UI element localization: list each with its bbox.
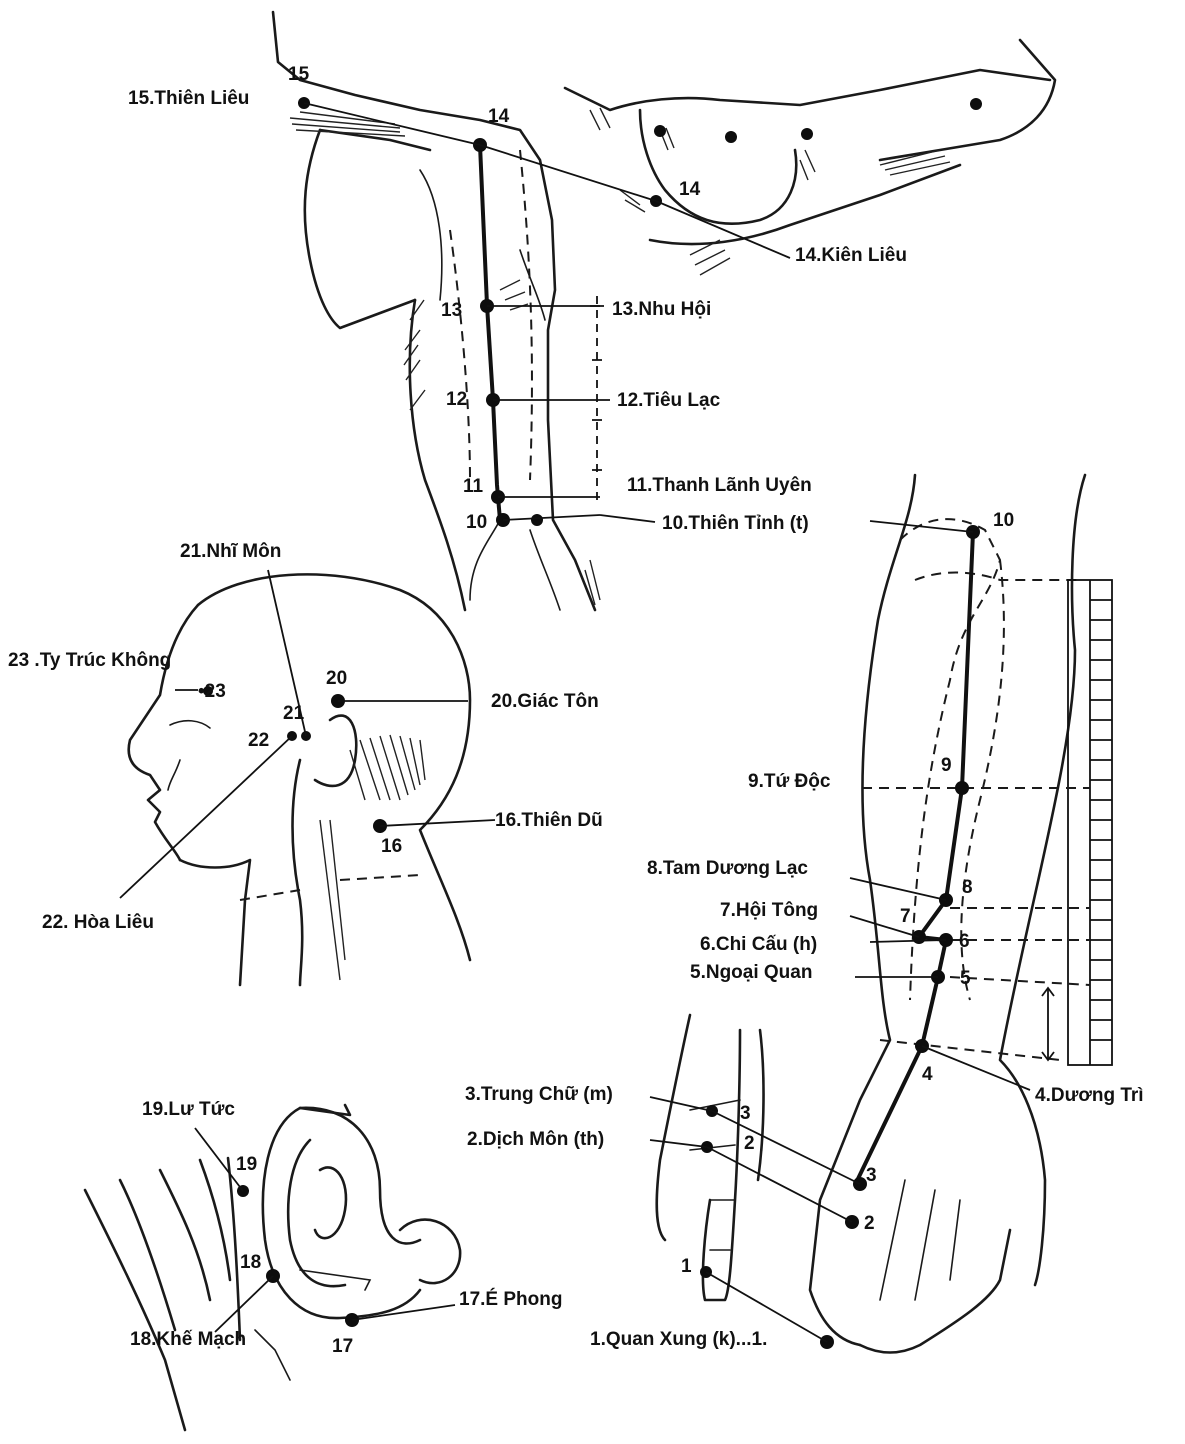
number-14-shoulder: 14: [679, 179, 701, 200]
label-6: 6.Chi Cấu (h): [700, 934, 817, 955]
shoulder-point-c: [801, 128, 813, 140]
label-7: 7.Hội Tông: [720, 900, 818, 921]
shoulder-point-d: [970, 98, 982, 110]
number-2-finger: 2: [744, 1133, 755, 1154]
label-8: 8.Tam Dương Lạc: [647, 858, 808, 879]
labels: 15.Thiên Liêu 14.Kiên Liêu 13.Nhu Hội 12…: [8, 88, 1144, 1350]
number-13: 13: [441, 300, 462, 321]
number-1: 1: [681, 1256, 692, 1277]
label-3: 3.Trung Chữ (m): [465, 1084, 613, 1105]
meridian-upper-arm: [480, 145, 500, 520]
label-19: 19.Lư Tức: [142, 1099, 235, 1120]
point-10b-arm: [531, 514, 543, 526]
label-20: 20.Giác Tôn: [491, 691, 599, 712]
number-20: 20: [326, 668, 347, 689]
number-23: •23: [198, 681, 226, 702]
number-16: 16: [381, 836, 402, 857]
shoulder-figure: [480, 40, 1055, 275]
shoulder-point-a: [654, 125, 666, 137]
label-13: 13.Nhu Hội: [612, 299, 711, 320]
number-8: 8: [962, 877, 973, 898]
point-9: [955, 781, 969, 795]
number-14-arm: 14: [488, 106, 510, 127]
shoulder-point-b: [725, 131, 737, 143]
number-11: 11: [463, 476, 484, 497]
upper-arm-figure: [273, 12, 655, 610]
number-21: 21: [283, 703, 305, 724]
label-10: 10.Thiên Tỉnh (t): [662, 513, 809, 534]
number-3-hand: 3: [866, 1165, 877, 1186]
label-22: 22. Hòa Liêu: [42, 912, 154, 933]
measuring-ruler: [1042, 580, 1112, 1065]
number-22: 22: [248, 730, 269, 751]
label-5: 5.Ngoại Quan: [690, 962, 812, 983]
label-2: 2.Dịch Môn (th): [467, 1129, 604, 1150]
label-4: 4.Dương Trì: [1035, 1085, 1144, 1106]
number-5: 5: [960, 968, 971, 989]
label-17: 17.É Phong: [459, 1288, 562, 1310]
label-18: 18.Khế Mạch: [130, 1329, 246, 1350]
label-23: 23 .Ty Trúc Không: [8, 650, 171, 671]
label-16: 16.Thiên Dũ: [495, 810, 603, 831]
label-9: 9.Tứ Độc: [748, 771, 831, 792]
number-15: 15: [288, 64, 310, 85]
number-17: 17: [332, 1336, 353, 1357]
number-3-finger: 3: [740, 1103, 751, 1124]
number-19: 19: [236, 1154, 257, 1175]
number-10-arm: 10: [466, 512, 487, 533]
label-12: 12.Tiêu Lạc: [617, 390, 721, 411]
label-11: 11.Thanh Lãnh Uyên: [627, 475, 812, 496]
number-4: 4: [922, 1064, 933, 1085]
label-15: 15.Thiên Liêu: [128, 88, 249, 109]
forearm-figure: [810, 475, 1112, 1353]
label-21: 21.Nhĩ Môn: [180, 541, 281, 562]
number-9: 9: [941, 755, 952, 776]
meridian-forearm: [855, 532, 973, 1185]
number-18: 18: [240, 1252, 261, 1273]
number-10: 10: [993, 510, 1014, 531]
ear-figure: [85, 1105, 460, 1430]
label-14: 14.Kiên Liêu: [795, 245, 907, 266]
number-6: 6: [959, 931, 970, 952]
number-7: 7: [900, 906, 911, 927]
number-12: 12: [446, 389, 467, 410]
head-figure: [120, 570, 495, 985]
label-1: 1.Quan Xung (k)...1.: [590, 1329, 767, 1350]
number-2-hand: 2: [864, 1213, 875, 1234]
